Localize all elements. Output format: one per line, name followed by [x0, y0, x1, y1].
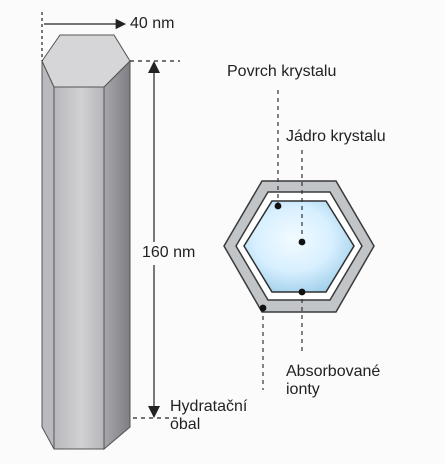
height-label: 160 nm [142, 244, 196, 261]
height-arrow-down [148, 406, 160, 418]
width-label: 40 nm [130, 15, 175, 32]
absorbed-ions-label-line-2: ionty [286, 381, 320, 398]
absorbed-ions-label: Absorbované ionty [286, 363, 404, 399]
hydration-point [259, 304, 267, 312]
prism-right-face [103, 59, 131, 451]
absorbed-ions-label-line-1: Absorbované [286, 363, 381, 380]
prism-front-face [53, 86, 105, 450]
hydration-label: Hydratační obal [170, 398, 278, 434]
core-label: Jádro krystalu [286, 128, 386, 145]
leader-lines [262, 90, 303, 390]
absorbed-ion-point [298, 288, 306, 296]
hexagonal-prism [41, 34, 131, 451]
height-arrow-up [148, 61, 160, 73]
crystal-cross-section [223, 180, 375, 313]
marker-points [259, 202, 306, 312]
hydration-label-line-1: Hydratační [170, 398, 248, 415]
hydration-label-line-2: obal [170, 416, 201, 433]
prism-left-face [41, 60, 55, 450]
surface-label: Povrch krystalu [227, 63, 337, 80]
surface-point [274, 202, 282, 210]
width-dimension [41, 12, 127, 61]
crystal-core [243, 200, 355, 293]
core-point [298, 238, 306, 246]
height-dimension [130, 60, 180, 419]
